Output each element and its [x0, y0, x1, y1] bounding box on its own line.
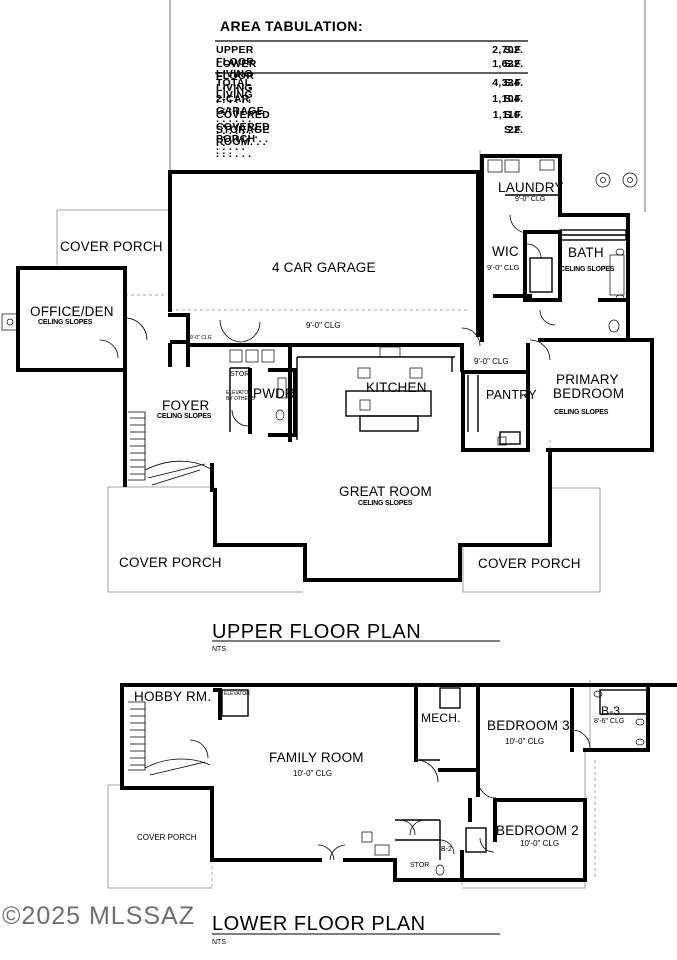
tab-row-unit: S.F. [504, 124, 524, 136]
room-wic: WIC [492, 244, 519, 259]
primary-bedroom-note: CELING SLOPES [554, 409, 609, 416]
room-pantry: PANTRY [486, 388, 537, 402]
tab-row-value: 4,334 [492, 77, 520, 89]
room-cover-porch-se: COVER PORCH [478, 556, 581, 571]
garage-ceiling: 9'-0" CLG [306, 321, 341, 330]
upper-interior [229, 194, 628, 445]
room-bedroom-2: BEDROOM 2 [496, 823, 579, 838]
upper-doors [99, 214, 556, 427]
room-b3: B-3 [601, 704, 621, 718]
bedroom-3-ceiling: 10'-0" CLG [505, 737, 545, 746]
lower-floor-plan-title: LOWER FLOOR PLAN [212, 913, 426, 935]
elevator-note-2: BY OTHERS [226, 396, 255, 402]
room-primary-bedroom-line2: BEDROOM [553, 386, 625, 401]
office-note: CELING SLOPES [38, 319, 93, 326]
upper-floor-plan-title: UPPER FLOOR PLAN [212, 621, 422, 643]
lower-elevator: ELEVATOR [224, 691, 250, 697]
room-bedroom-3: BEDROOM 3 [487, 718, 570, 733]
tab-row-name: LOWER FLOOR LIVING . . . . . . . . . . .… [216, 58, 257, 130]
room-mech: MECH. [421, 711, 461, 725]
vestibule-ceiling: 9'-0" CLG [190, 335, 212, 341]
tab-row-value: 1,104 [492, 93, 520, 105]
bedroom-2-ceiling: 10'-0" CLG [520, 839, 560, 848]
tab-row-name: STORAGE ROOM. . . . . . . . . [216, 124, 270, 160]
lower-walls [120, 683, 677, 882]
hall-ceiling: 9'-0" CLG [474, 357, 509, 366]
tab-row-name: COVERED COVERED PORCH . . . . . [216, 109, 271, 157]
lower-stair [128, 701, 211, 776]
lower-fixtures [361, 690, 645, 876]
area-tabulation-title: AREA TABULATION: [220, 18, 364, 34]
family-ceiling: 10'-0" CLG [293, 769, 333, 778]
room-cover-porch-nw: COVER PORCH [60, 239, 163, 254]
area-tabulation-box [169, 0, 646, 212]
watermark: ©2025 MLSSAZ [2, 902, 196, 930]
laundry-ceiling: 9'-0" CLG [515, 196, 546, 203]
room-family: FAMILY ROOM [269, 750, 364, 765]
room-great-room: GREAT ROOM [339, 484, 433, 499]
tab-row-name: 2-CAR GARAGE . . . . . . . . . . . . . .… [216, 93, 264, 153]
upper-fixtures [1, 159, 638, 446]
tab-row-unit: S.F. [504, 93, 524, 105]
tab-row-unit: S.F. [504, 44, 524, 56]
foyer-note: CELING SLOPES [157, 413, 212, 420]
lower-floor-plan [107, 680, 677, 889]
room-primary-bedroom-line1: PRIMARY [556, 372, 619, 387]
room-laundry: LAUNDRY [498, 180, 564, 195]
upper-floor-scale: NTS [212, 646, 226, 653]
tab-row-unit: S.F. [504, 58, 524, 70]
room-cover-porch-sw: COVER PORCH [119, 555, 222, 570]
tab-row-name: TOTAL LIVING . . . . . . . . . . . . . .… [216, 77, 253, 149]
bath-note: CELING SLOPES [560, 266, 615, 273]
room-stor: STOR [230, 371, 250, 378]
room-b2: B-2 [441, 846, 452, 853]
lower-room-stor: STOR [410, 862, 430, 869]
tab-row-unit: S.F. [504, 109, 524, 121]
elevator-note-1: ELEVATOR [226, 390, 252, 396]
dashed-lines [125, 294, 551, 545]
tab-row-name: UPPER FLOOR LIVING . . . . . . . . . . .… [216, 44, 255, 116]
room-office-den: OFFICE/DEN [30, 304, 114, 319]
lower-doors [317, 729, 591, 861]
upper-stair [128, 411, 213, 486]
room-bath: BATH [568, 245, 604, 260]
tab-row-value: 22 [507, 124, 520, 136]
lower-cover-porch: COVER PORCH [137, 833, 197, 842]
tab-row-value: 1,632 [492, 58, 520, 70]
upper-floor-plan [1, 150, 654, 593]
room-kitchen: KITCHEN [366, 380, 427, 395]
wic-ceiling: 9'-0" CLG [487, 263, 520, 272]
room-foyer: FOYER [162, 398, 210, 413]
great-room-note: CELING SLOPES [358, 500, 413, 507]
b3-ceiling: 8'-6" CLG [594, 718, 625, 725]
tab-row-value: 1,110 [492, 109, 520, 121]
room-garage: 4 CAR GARAGE [272, 260, 376, 275]
room-hobby: HOBBY RM. [134, 689, 212, 704]
lower-floor-scale: NTS [212, 939, 226, 946]
room-powder: PWDR [253, 386, 296, 401]
lower-porch-outlines [107, 680, 591, 889]
tab-row-value: 2,702 [492, 44, 520, 56]
tabulation-rules [215, 40, 528, 74]
tab-row-unit: S.F. [504, 77, 524, 89]
upper-walls [16, 154, 654, 582]
